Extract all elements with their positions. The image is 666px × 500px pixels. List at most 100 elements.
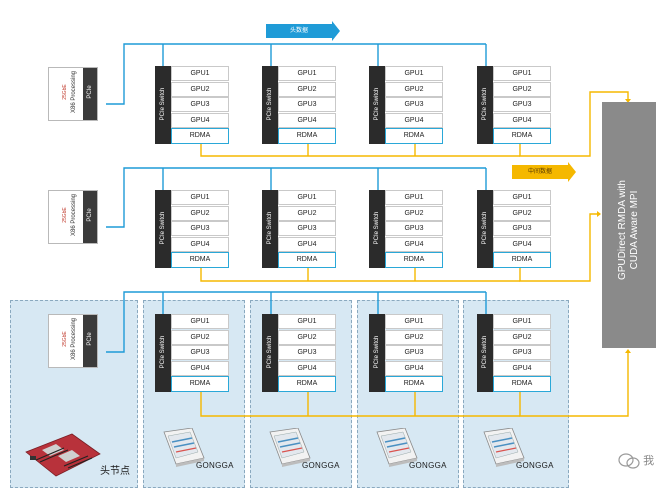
cpu-box-2: 25GbE X86 Processing PCIe: [48, 190, 98, 244]
pcie-switch-label: PCIe Switch: [482, 335, 488, 369]
pcie-bar: PCIe: [83, 68, 97, 120]
gpu-slot: GPU3: [171, 221, 229, 236]
gongga-label: GONGGA: [302, 461, 340, 470]
pcie-switch-label: PCIe Switch: [267, 87, 273, 121]
pcie-bar: PCIe: [83, 191, 97, 243]
pcie-switch-label: PCIe Switch: [482, 211, 488, 245]
pcie-switch: PCIe Switch: [155, 314, 171, 392]
gpu-slot: GPU4: [493, 112, 551, 128]
gpu-slot: GPU3: [493, 345, 551, 360]
pcie-switch-label: PCIe Switch: [160, 87, 166, 121]
tag-arrow-icon: [332, 21, 340, 41]
rdma-port: RDMA: [493, 376, 551, 392]
gpu-slot: GPU2: [493, 205, 551, 221]
gpu-slot: GPU1: [493, 66, 551, 81]
rdma-port: RDMA: [171, 252, 229, 268]
gpu-slot: GPU4: [493, 236, 551, 252]
gpudirect-label: GPUDirect RMDA with CUDA Aware MPI: [617, 107, 641, 353]
nic-label: 25GbE: [62, 84, 68, 100]
gpu-slot: GPU1: [385, 314, 443, 329]
pcie-switch: PCIe Switch: [477, 190, 493, 268]
gpu-slot: GPU2: [278, 205, 336, 221]
gpu-slot: GPU1: [171, 66, 229, 81]
gpu-slot: GPU3: [278, 221, 336, 236]
pcie-switch-label: PCIe Switch: [374, 87, 380, 121]
cpu-box-1: 25GbE X86 Processing PCIe: [48, 67, 98, 121]
gpu-slot: GPU4: [278, 112, 336, 128]
gpu-slot: GPU4: [385, 360, 443, 376]
gpu-slot: GPU3: [493, 97, 551, 112]
gpu-slot: GPU1: [493, 190, 551, 205]
pcie-switch: PCIe Switch: [262, 66, 278, 144]
gpu-slot: GPU2: [385, 205, 443, 221]
gpu-slot: GPU3: [278, 345, 336, 360]
gpudirect-box: GPUDirect RMDA with CUDA Aware MPI: [602, 102, 656, 348]
gpu-slot: GPU1: [385, 66, 443, 81]
gpu-slot: GPU2: [493, 81, 551, 97]
rdma-port: RDMA: [493, 252, 551, 268]
wechat-icon: [618, 453, 640, 469]
gpu-slot: GPU1: [278, 66, 336, 81]
cpu-label: X86 Processing: [71, 193, 77, 237]
gpu-slot: GPU3: [493, 221, 551, 236]
rdma-port: RDMA: [385, 252, 443, 268]
server-image: [483, 428, 525, 467]
cpu-label: X86 Processing: [71, 317, 77, 361]
gpu-slot: GPU2: [171, 329, 229, 345]
gpu-slot: GPU3: [278, 97, 336, 112]
gpu-slot: GPU1: [385, 190, 443, 205]
rdma-port: RDMA: [278, 128, 336, 144]
gpu-slot: GPU2: [171, 81, 229, 97]
mid-data-tag: 中间数据: [512, 162, 576, 182]
gpu-slot: GPU4: [171, 112, 229, 128]
rdma-port: RDMA: [385, 128, 443, 144]
gpu-slot: GPU3: [385, 221, 443, 236]
rdma-port: RDMA: [385, 376, 443, 392]
pcie-label: PCIe: [87, 332, 93, 346]
gpu-slot: GPU1: [171, 314, 229, 329]
gpu-slot: GPU4: [171, 360, 229, 376]
cpu-label: X86 Processing: [71, 70, 77, 114]
pcie-switch-label: PCIe Switch: [374, 335, 380, 369]
watermark-text: 我: [643, 455, 655, 467]
gpu-slot: GPU1: [493, 314, 551, 329]
pcie-switch: PCIe Switch: [369, 66, 385, 144]
gpu-slot: GPU2: [278, 81, 336, 97]
pcie-switch: PCIe Switch: [369, 314, 385, 392]
pcie-bar: PCIe: [83, 315, 97, 367]
pcie-switch-label: PCIe Switch: [267, 211, 273, 245]
gpudirect-line2: CUDA Aware MPI: [629, 190, 640, 270]
gpudirect-line1: GPUDirect RMDA with: [617, 180, 628, 281]
gpu-slot: GPU2: [385, 81, 443, 97]
rdma-port: RDMA: [171, 376, 229, 392]
gpu-slot: GPU2: [493, 329, 551, 345]
gpu-slot: GPU1: [278, 314, 336, 329]
pcie-switch: PCIe Switch: [155, 66, 171, 144]
head-node-label: 头节点: [100, 466, 130, 477]
head-data-tag: 头数据: [266, 21, 340, 41]
gpu-slot: GPU1: [171, 190, 229, 205]
wechat-watermark: 我: [618, 452, 654, 469]
tag-arrow-icon: [568, 162, 576, 182]
pcie-switch-label: PCIe Switch: [267, 335, 273, 369]
gpu-slot: GPU3: [385, 97, 443, 112]
gpu-slot: GPU4: [278, 360, 336, 376]
server-image: [163, 428, 205, 467]
gpu-slot: GPU4: [278, 236, 336, 252]
rdma-port: RDMA: [278, 252, 336, 268]
gpu-slot: GPU3: [171, 345, 229, 360]
gpu-slot: GPU3: [171, 97, 229, 112]
